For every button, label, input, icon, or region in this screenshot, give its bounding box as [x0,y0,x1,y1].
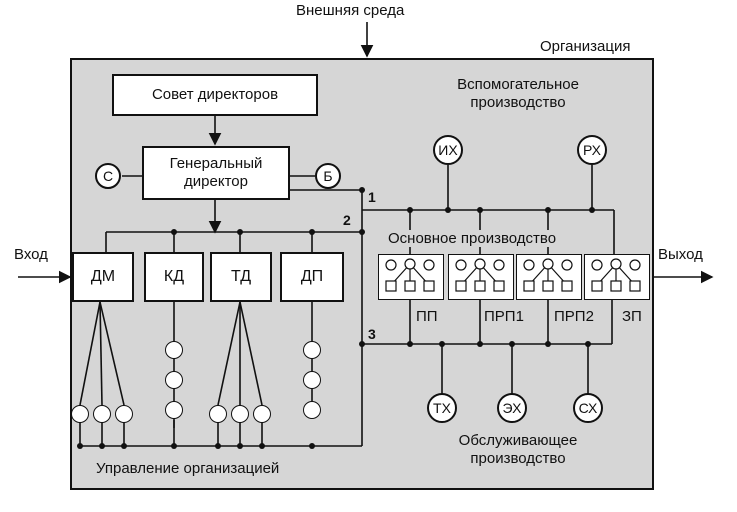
department-kd: КД [144,252,204,302]
ceo-right-node: Б [315,163,341,189]
environment-label: Внешняя среда [296,2,405,19]
organization-label: Организация [540,38,631,55]
dm-staff-node [115,405,133,423]
ceo-box: Генеральный директор [142,146,290,200]
ceo-left-node: С [95,163,121,189]
dm-staff-node [93,405,111,423]
dp-staff-node [303,341,321,359]
unit-structure-icon [455,258,505,292]
unit-label-prp2: ПРП2 [554,308,594,325]
unit-structure-icon [591,258,641,292]
department-dp: ДП [280,252,344,302]
management-label: Управление организацией [96,460,280,477]
unit-label-pp: ПП [416,308,438,325]
unit-label-zp: ЗП [622,308,642,325]
dm-staff-node [71,405,89,423]
aux-node-rkh: РХ [577,135,607,165]
service-node-ekh: ЭХ [497,393,527,423]
kd-staff-node [165,371,183,389]
bus-number-3: 3 [368,326,376,342]
output-label: Выход [658,246,703,263]
service-node-skh: СХ [573,393,603,423]
department-td: ТД [210,252,272,302]
service-production-title: Обслуживающее производство [458,432,578,467]
dp-staff-node [303,401,321,419]
production-unit-prp2 [516,254,582,300]
production-unit-prp1 [448,254,514,300]
bus-number-1: 1 [368,189,376,205]
td-staff-node [209,405,227,423]
production-unit-pp [378,254,444,300]
dp-staff-node [303,371,321,389]
td-staff-node [231,405,249,423]
unit-structure-icon [385,258,435,292]
aux-production-title: Вспомогательное производство [457,76,579,111]
main-production-title: Основное производство [386,230,559,247]
aux-node-ikh: ИХ [433,135,463,165]
unit-label-prp1: ПРП1 [484,308,524,325]
bus-number-2: 2 [343,212,351,228]
unit-structure-icon [523,258,573,292]
td-staff-node [253,405,271,423]
kd-staff-node [165,401,183,419]
production-unit-zp [584,254,650,300]
kd-staff-node [165,341,183,359]
department-dm: ДМ [72,252,134,302]
service-node-tkh: ТХ [427,393,457,423]
input-label: Вход [14,246,48,263]
board-of-directors-box: Совет директоров [112,74,318,116]
